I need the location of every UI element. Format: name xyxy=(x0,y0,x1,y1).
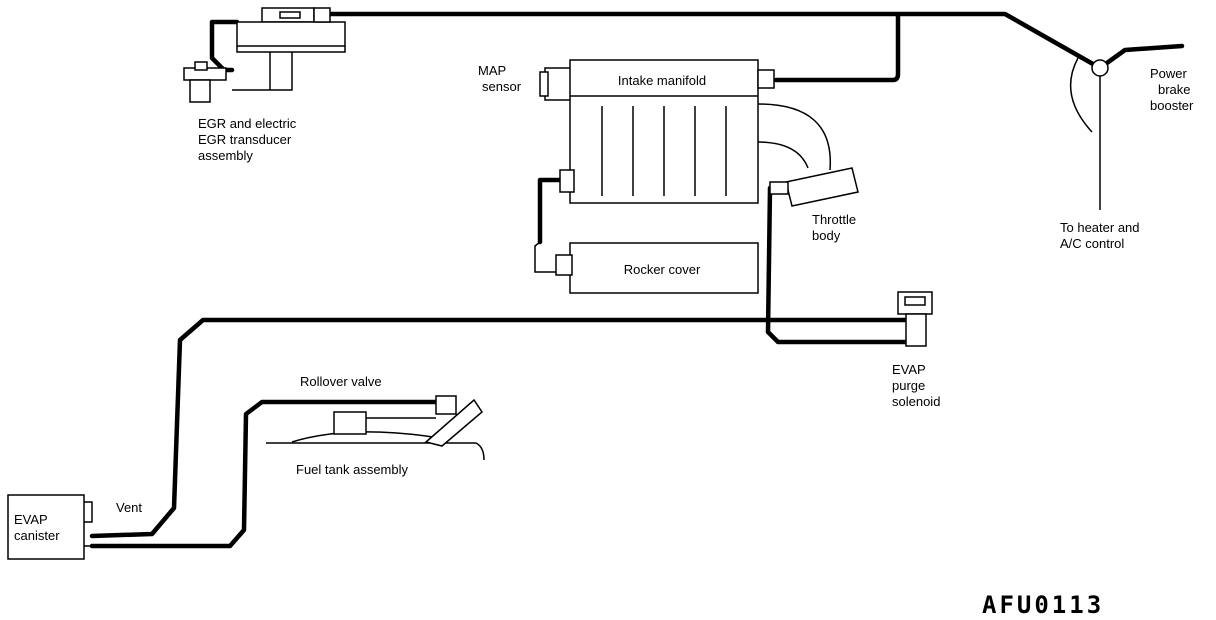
power-brake-booster xyxy=(1069,57,1109,210)
hose-manifold-to-rocker xyxy=(537,177,563,245)
evap-purge-solenoid xyxy=(897,291,933,347)
hose-intake-to-main xyxy=(773,13,901,83)
booster-label-line1: Power xyxy=(1150,66,1188,81)
canister-label-line1: EVAP xyxy=(14,512,48,527)
intake-manifold-label: Intake manifold xyxy=(618,73,706,88)
throttle-body xyxy=(769,167,859,207)
egr-label-line1: EGR and electric xyxy=(198,116,297,131)
hose-egr-to-booster xyxy=(327,11,1103,71)
map-label-line1: MAP xyxy=(478,63,506,78)
purge-label-line1: EVAP xyxy=(892,362,926,377)
figure-code: AFU0113 xyxy=(982,591,1104,619)
egr-assembly xyxy=(183,7,346,103)
hose-canister-to-rollover xyxy=(89,399,439,549)
egr-label-line2: EGR transducer xyxy=(198,132,292,147)
map-label-line2: sensor xyxy=(482,79,522,94)
evap-canister xyxy=(7,494,93,560)
rocker-cover-label: Rocker cover xyxy=(624,262,701,277)
purge-label-line2: purge xyxy=(892,378,925,393)
hose-egr-transducer-to-sensor xyxy=(209,19,240,73)
rollover-valve-label: Rollover valve xyxy=(300,374,382,389)
egr-label-line3: assembly xyxy=(198,148,253,163)
rocker-cover xyxy=(534,241,759,294)
heater-label-line1: To heater and xyxy=(1060,220,1140,235)
fuel-tank-label: Fuel tank assembly xyxy=(296,462,408,477)
booster-label-line2: brake xyxy=(1158,82,1191,97)
intake-manifold xyxy=(559,59,832,204)
booster-label-line3: booster xyxy=(1150,98,1194,113)
throttle-label-line1: Throttle xyxy=(812,212,856,227)
throttle-label-line2: body xyxy=(812,228,841,243)
canister-label-line2: canister xyxy=(14,528,60,543)
heater-label-line2: A/C control xyxy=(1060,236,1124,251)
map-sensor xyxy=(539,67,572,101)
purge-label-line3: solenoid xyxy=(892,394,940,409)
vent-label: Vent xyxy=(116,500,142,515)
hose-canister-vent-to-purge xyxy=(89,317,908,539)
hose-booster-tail xyxy=(1097,43,1185,71)
fuel-tank-assembly xyxy=(266,395,485,461)
